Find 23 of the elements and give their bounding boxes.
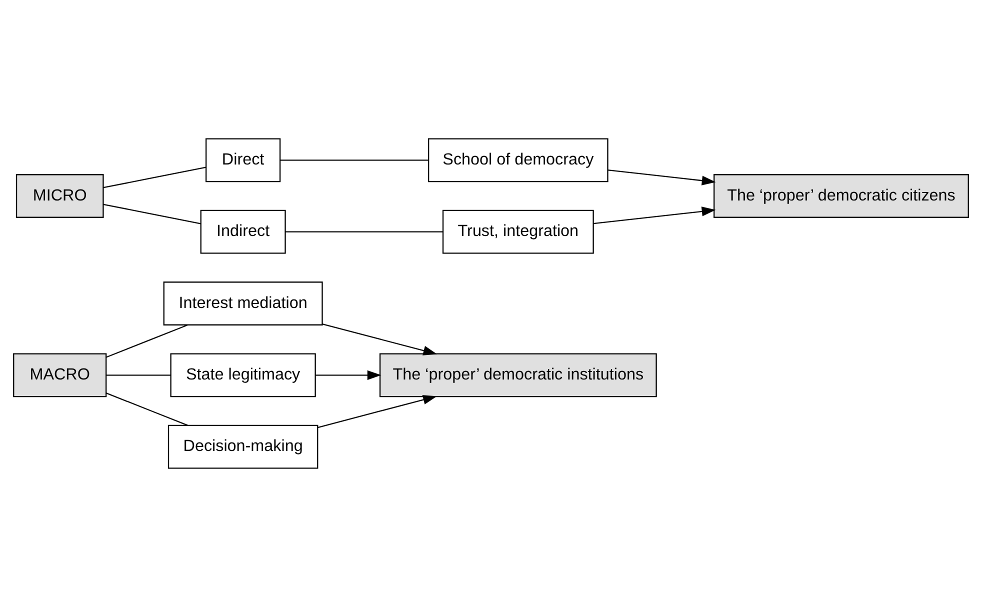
arrow bbox=[317, 394, 436, 428]
node-box: School of democracy bbox=[428, 138, 608, 182]
arrow bbox=[315, 370, 381, 380]
node-box: State legitimacy bbox=[170, 352, 316, 397]
connector bbox=[105, 324, 188, 358]
connector bbox=[280, 159, 428, 160]
node-box: Interest mediation bbox=[162, 281, 322, 325]
node-box: MICRO bbox=[15, 174, 104, 218]
connector bbox=[105, 392, 188, 426]
connector bbox=[284, 230, 442, 232]
arrow bbox=[322, 322, 437, 355]
node-box: Trust, integration bbox=[442, 209, 594, 254]
node-box: The ‘proper’ democratic citizens bbox=[713, 174, 968, 218]
node-box: MACRO bbox=[12, 352, 106, 397]
node-box: Direct bbox=[205, 138, 280, 182]
connector bbox=[102, 203, 200, 224]
connector bbox=[102, 166, 206, 188]
node-box: Indirect bbox=[200, 209, 286, 254]
connector bbox=[106, 374, 170, 376]
node-box: Decision-making bbox=[167, 424, 318, 468]
arrow bbox=[607, 168, 716, 185]
arrow bbox=[592, 206, 716, 224]
node-box: The ‘proper’ democratic institutions bbox=[378, 352, 656, 397]
